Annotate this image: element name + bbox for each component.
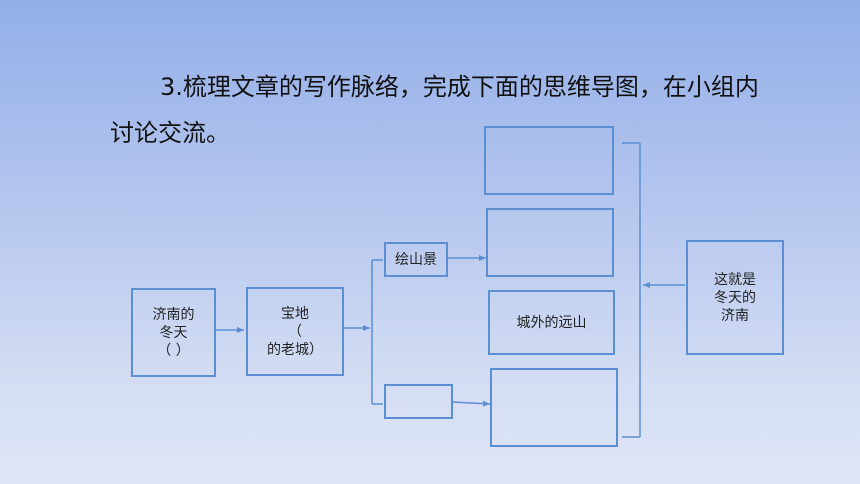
node-far-mountains-label: 城外的远山 [516,314,587,331]
node-blank-branch [384,384,453,419]
node-mountain-scene-label: 绘山景 [395,251,437,268]
instruction-text: 3.梳理文章的写作脉络，完成下面的思维导图，在小组内讨论交流。 [110,73,759,147]
node-jinan-winter: 济南的 冬天 （ ） [131,288,216,377]
node-conclusion-label: 这就是 冬天的 济南 [714,271,756,324]
node-jinan-winter-label: 济南的 冬天 （ ） [152,306,195,359]
node-treasure-land-label: 宝地 （ 的老城） [267,305,323,358]
node-treasure-land: 宝地 （ 的老城） [246,287,344,376]
node-slot-2 [486,208,614,277]
node-far-mountains: 城外的远山 [488,290,615,355]
arrow-blank-to-slot4 [451,400,491,407]
node-slot-1 [484,126,614,195]
node-mountain-scene: 绘山景 [384,242,448,277]
node-conclusion: 这就是 冬天的 济南 [686,240,784,355]
node-slot-4 [490,368,618,447]
